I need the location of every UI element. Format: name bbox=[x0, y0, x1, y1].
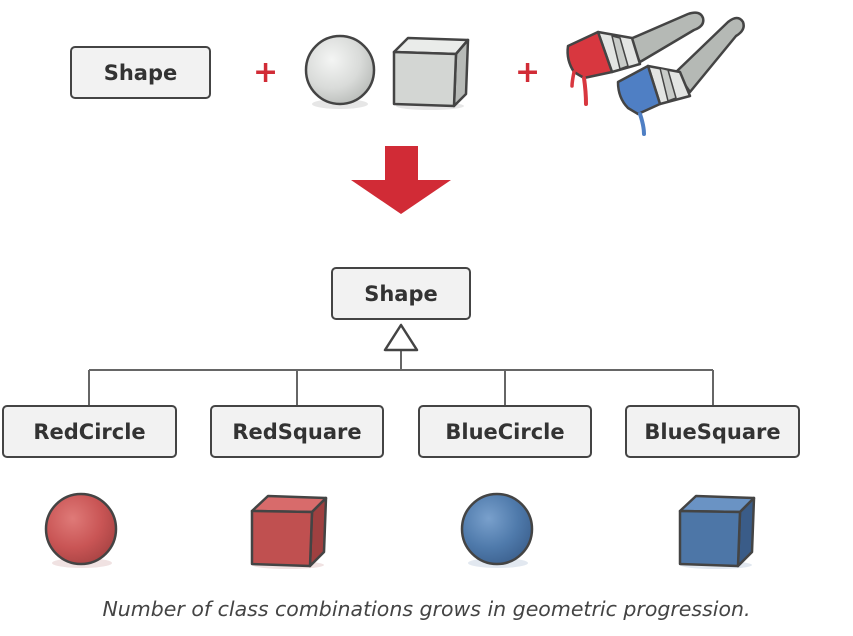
blue-cube-icon bbox=[678, 494, 756, 569]
red-sphere-icon bbox=[44, 492, 118, 568]
plus-sign: + bbox=[515, 55, 541, 90]
shape-parent-class-box: Shape bbox=[331, 267, 471, 320]
red-square-class-box: RedSquare bbox=[210, 405, 384, 458]
red-circle-class-box: RedCircle bbox=[2, 405, 177, 458]
red-square-class-label: RedSquare bbox=[232, 419, 362, 444]
shape-class-box: Shape bbox=[70, 46, 211, 99]
cube-icon bbox=[392, 36, 470, 110]
blue-paintbrush-icon bbox=[616, 16, 745, 136]
red-cube-icon bbox=[250, 494, 328, 569]
sphere-icon bbox=[304, 34, 376, 109]
figure-caption: Number of class combinations grows in ge… bbox=[102, 597, 751, 621]
red-paintbrush-icon bbox=[566, 11, 705, 106]
shape-parent-class-label: Shape bbox=[364, 281, 438, 306]
plus-sign: + bbox=[253, 55, 279, 90]
inheritance-arrow-icon bbox=[383, 323, 419, 352]
blue-circle-class-box: BlueCircle bbox=[418, 405, 592, 458]
blue-sphere-icon bbox=[460, 492, 534, 568]
inheritance-connectors bbox=[88, 350, 714, 405]
down-arrow-icon bbox=[351, 146, 451, 214]
red-circle-class-label: RedCircle bbox=[33, 419, 146, 444]
blue-square-class-box: BlueSquare bbox=[625, 405, 800, 458]
blue-circle-class-label: BlueCircle bbox=[445, 419, 565, 444]
shape-class-label: Shape bbox=[103, 60, 178, 85]
blue-square-class-label: BlueSquare bbox=[644, 419, 781, 444]
